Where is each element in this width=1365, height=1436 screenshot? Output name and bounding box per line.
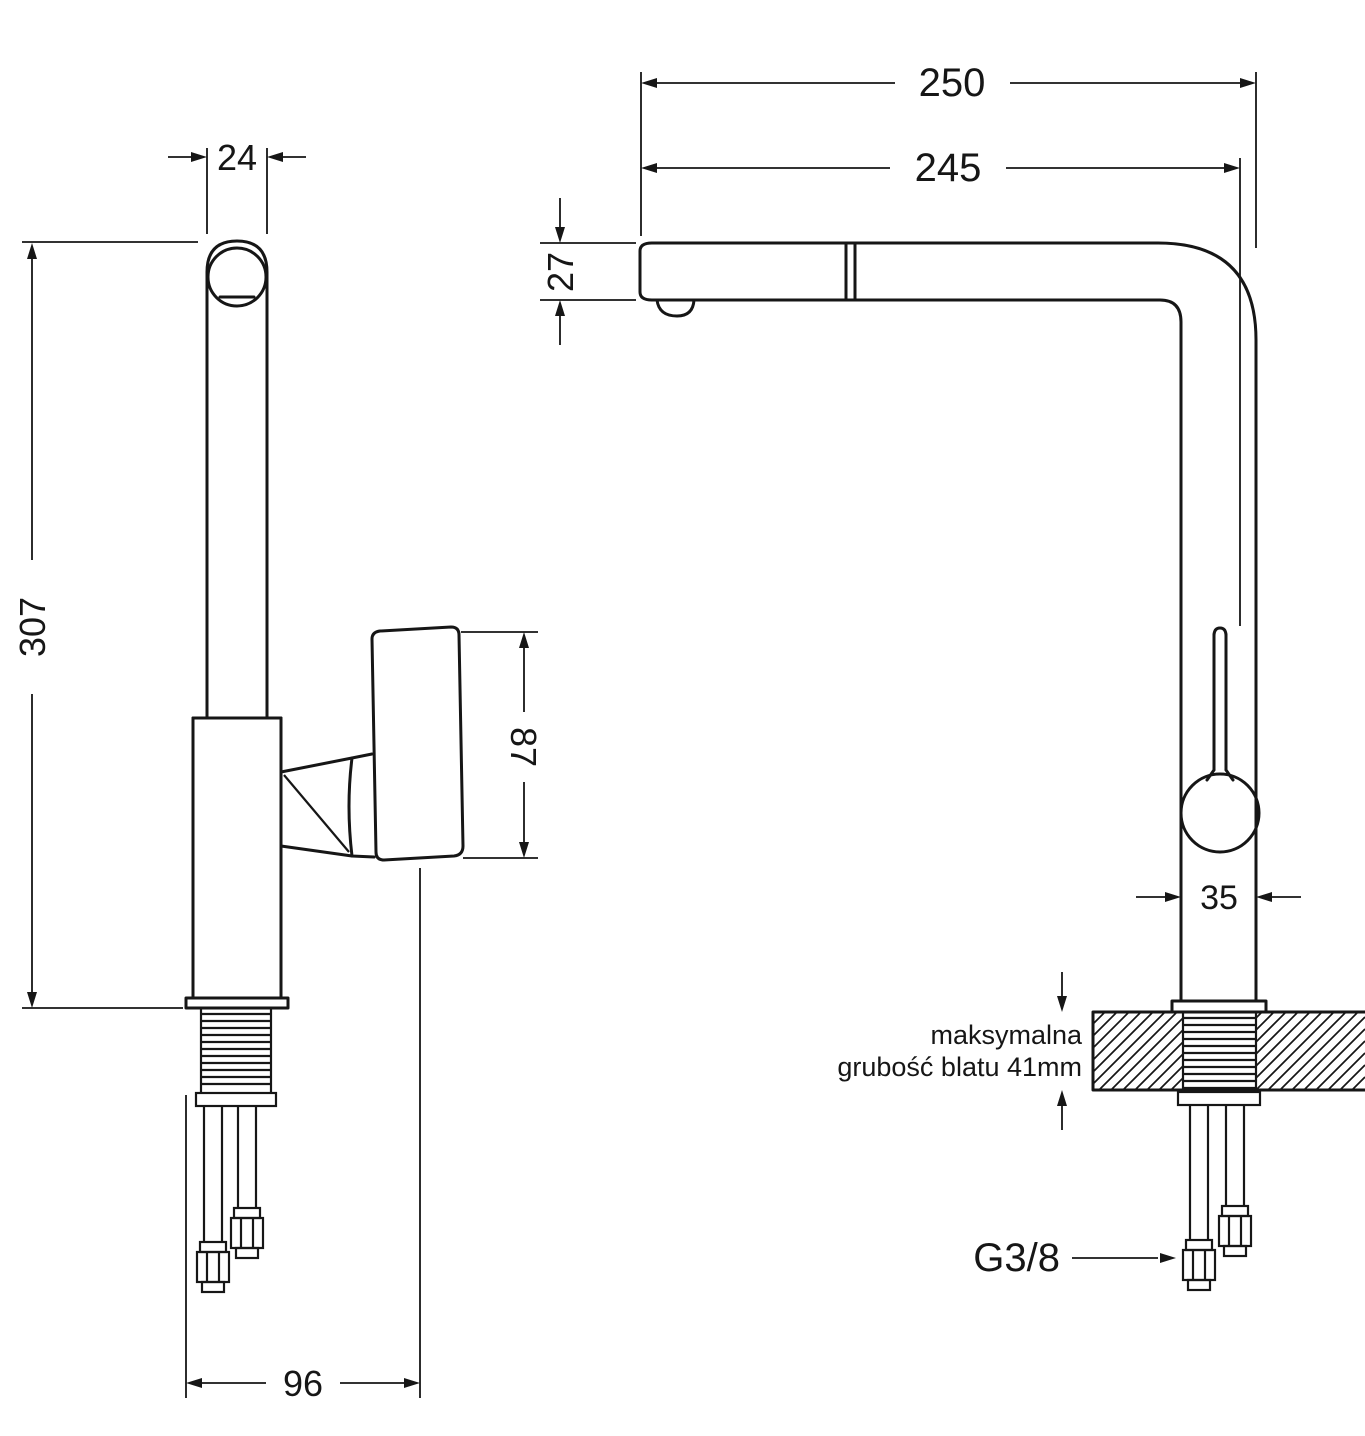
dim-label-base-depth: 96	[283, 1363, 323, 1404]
hose-a-lines	[202, 1106, 224, 1242]
base-flange-front	[1170, 999, 1268, 1014]
arrowhead-right	[1165, 892, 1181, 902]
mounting-bracket	[194, 1091, 278, 1108]
thickness-arrowhead-down	[1057, 996, 1067, 1012]
extension-lines	[461, 631, 538, 859]
spray-outlet	[655, 298, 696, 318]
hose-b-collar	[1220, 1204, 1250, 1218]
countertop-hatch-left	[1092, 1011, 1184, 1091]
shank-thread-lines	[1183, 1016, 1256, 1090]
spout-inner-outline	[650, 298, 1183, 1003]
faucet-body-side	[184, 239, 465, 1010]
extension-lines	[22, 241, 198, 1009]
hose-b-tip	[234, 1246, 260, 1260]
extension-lines	[640, 72, 1257, 248]
countertop-note-line1: maksymalna	[930, 1020, 1083, 1050]
callout-arrowhead	[1160, 1253, 1176, 1263]
arrowhead-down	[555, 227, 565, 243]
mounting-hardware-front	[1176, 1090, 1262, 1292]
hose-b-collar	[232, 1206, 262, 1220]
spout-tip-cap	[638, 241, 654, 302]
dim-total-height: 307	[12, 241, 198, 1009]
hose-a-collar	[198, 1240, 228, 1254]
dim-body-diameter: 35	[1136, 879, 1301, 917]
pullout-head-joint	[844, 241, 857, 302]
arrowhead-left	[1256, 892, 1272, 902]
hose-b-nut-facets	[239, 1218, 255, 1248]
spout-tube-outline	[205, 239, 269, 720]
spout-outer-outline	[650, 241, 1258, 1003]
spout-aerator-ball	[206, 246, 268, 308]
dim-spout-reach: 245	[641, 146, 1241, 626]
arrowhead-left	[186, 1378, 202, 1388]
handle-connector-bottom	[279, 844, 376, 859]
dim-label-body-diameter: 35	[1200, 879, 1238, 917]
hose-b-tip	[1222, 1244, 1248, 1258]
mounting-hardware-side	[194, 1091, 278, 1294]
lever-rod	[1205, 626, 1235, 782]
countertop-hatch-right	[1255, 1011, 1365, 1091]
base-flange	[184, 996, 290, 1010]
front-view: maksymalna grubość blatu 41mm	[540, 61, 1365, 1292]
handle-connector-joint	[347, 756, 354, 858]
countertop-edges	[1091, 1010, 1365, 1092]
side-view: 24 307 87 96	[12, 137, 544, 1404]
mounting-bracket	[1176, 1090, 1262, 1107]
extension-lines	[206, 148, 268, 234]
arrowhead-right	[1240, 78, 1256, 88]
shank-sides	[199, 1008, 273, 1093]
arrowhead-down	[519, 842, 529, 858]
hose-a-nut-facets	[205, 1252, 221, 1282]
thread-size-label: G3/8	[973, 1236, 1060, 1280]
handle-connector-top	[279, 752, 374, 774]
hose-a-nut	[1181, 1248, 1217, 1282]
dim-base-depth: 96	[185, 868, 421, 1404]
thickness-arrowhead-up	[1057, 1090, 1067, 1106]
faucet-body-front	[638, 241, 1268, 1014]
dim-spout-width: 24	[168, 137, 306, 234]
hose-a-nut-facets	[1191, 1250, 1207, 1280]
handle-connector-diagonal	[283, 774, 350, 853]
extension-lines	[540, 242, 636, 301]
thread-size-callout: G3/8	[973, 1236, 1176, 1280]
shank-thread-lines	[201, 1012, 271, 1086]
arrowhead-right	[191, 152, 207, 162]
countertop-section: maksymalna grubość blatu 41mm	[837, 972, 1365, 1130]
thread-shank-front	[1181, 1012, 1258, 1092]
hose-a-tip	[200, 1280, 226, 1294]
dim-label-spout-reach: 245	[915, 146, 982, 190]
arrowhead-left	[641, 78, 657, 88]
lever-ball-joint	[1179, 772, 1261, 854]
hose-a-lines	[1188, 1105, 1210, 1240]
handle-lever	[370, 625, 465, 862]
hose-a-tip	[1186, 1278, 1212, 1292]
hose-b-nut	[229, 1216, 265, 1250]
dim-label-handle-length: 87	[503, 727, 544, 767]
arrowhead-right	[404, 1378, 420, 1388]
dim-label-total-height: 307	[12, 597, 53, 657]
hose-b-lines	[236, 1106, 258, 1208]
hose-a-nut	[195, 1250, 231, 1284]
thread-shank-side	[199, 1008, 273, 1093]
countertop-note-line2: grubość blatu 41mm	[837, 1052, 1082, 1082]
arrowhead-left	[641, 163, 657, 173]
dim-label-spout-width: 24	[217, 137, 257, 178]
hose-b-lines	[1224, 1105, 1246, 1206]
arrowhead-right	[1224, 163, 1240, 173]
arrowhead-up	[27, 243, 37, 259]
dim-handle-length: 87	[461, 631, 544, 859]
hose-b-nut-facets	[1227, 1216, 1243, 1246]
dim-total-reach: 250	[640, 61, 1257, 248]
arrowhead-down	[27, 992, 37, 1008]
dim-label-spout-height: 27	[540, 252, 581, 292]
arrowhead-up	[555, 300, 565, 316]
hose-a-collar	[1184, 1238, 1214, 1252]
dim-spout-height: 27	[540, 198, 636, 345]
arrowhead-up	[519, 632, 529, 648]
arrowhead-left	[267, 152, 283, 162]
extension-lines	[185, 868, 421, 1398]
hose-b-nut	[1217, 1214, 1253, 1248]
dim-label-total-reach: 250	[919, 61, 986, 105]
